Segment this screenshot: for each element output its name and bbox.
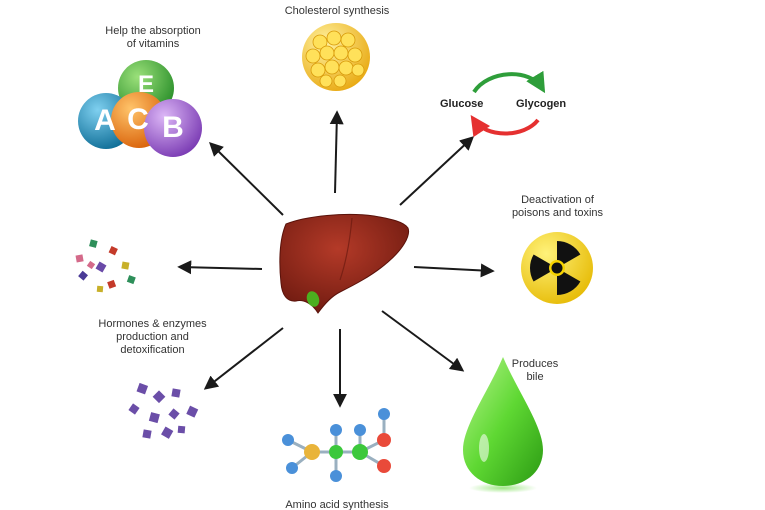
radiation-icon (521, 232, 593, 304)
arrows (177, 110, 495, 408)
cholesterol-icon (302, 23, 370, 91)
particles-left-icon (75, 239, 136, 293)
arrow-to-vitamins (209, 142, 284, 216)
label-bile: Produces bile (511, 358, 559, 383)
label-glucose: Glucose (440, 98, 484, 110)
vitamin-letter-b: B (162, 111, 184, 144)
label-amino-acid: Amino acid synthesis (285, 499, 389, 510)
vitamin-letter-c: C (127, 103, 149, 136)
label-hormones: Hormones & enzymes production and detoxi… (98, 318, 207, 356)
label-cholesterol: Cholesterol synthesis (284, 5, 390, 17)
glucose-glycogen-cycle-icon (470, 70, 546, 138)
hormone-particles-icon (128, 382, 199, 439)
label-deactivation: Deactivation of poisons and toxins (511, 194, 604, 219)
arrow-to-hormones (203, 327, 284, 390)
vitamin-letter-a: A (94, 104, 116, 137)
vitamin-balls-icon (78, 60, 202, 157)
arrow-to-glycogen-cycle (399, 136, 475, 206)
arrow-to-deactivation (413, 263, 495, 278)
amino-acid-molecule-icon (282, 408, 391, 482)
vitamin-letter-e: E (137, 71, 154, 98)
label-vitamins: Help the absorption of vitamins (105, 25, 201, 50)
bile-drop-icon (463, 357, 543, 493)
arrow-to-bile (381, 310, 465, 372)
gallbladder-icon (306, 291, 320, 307)
arrow-to-cholesterol (329, 110, 344, 194)
liver-icon (279, 213, 410, 314)
label-glycogen: Glycogen (516, 98, 567, 110)
arrow-to-left-particles (177, 260, 263, 275)
